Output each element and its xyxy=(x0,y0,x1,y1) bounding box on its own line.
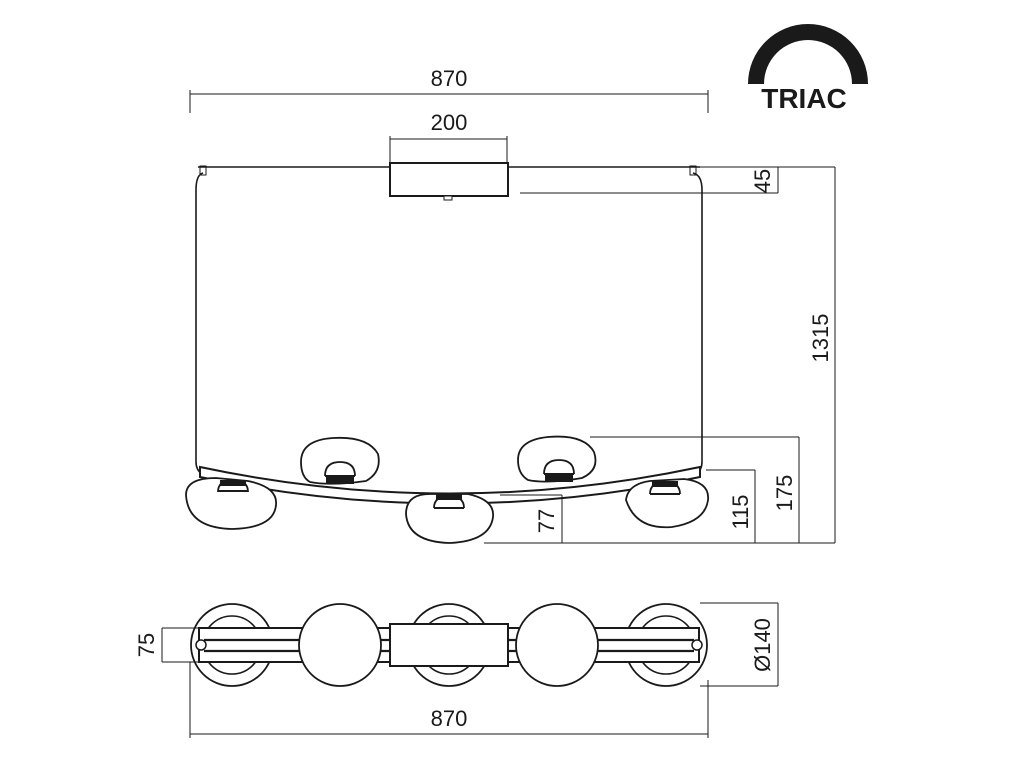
left-end-screw xyxy=(195,639,207,651)
diffuser-5 xyxy=(625,478,709,529)
top-view: 75 Ø140 870 xyxy=(134,602,779,738)
dim-total-height-label: 1315 xyxy=(808,314,833,363)
right-suspension-cable xyxy=(692,172,703,475)
dim-height-77: 77 xyxy=(500,494,563,543)
dim-width-bottom-label: 870 xyxy=(431,706,468,731)
dim-diameter-label: Ø140 xyxy=(750,618,775,672)
right-ceiling-clip xyxy=(689,165,697,176)
diffuser-3 xyxy=(405,493,494,544)
dim-canopy-height: 45 xyxy=(520,166,779,194)
diffuser-1 xyxy=(185,477,277,530)
dim-width-top: 870 xyxy=(189,66,709,113)
dim-depth: 75 xyxy=(134,627,201,663)
canopy xyxy=(389,162,509,197)
diffuser-2 xyxy=(300,436,380,485)
dim-width-top-label: 870 xyxy=(431,66,468,91)
right-end-screw xyxy=(691,639,703,651)
dim-diameter: Ø140 xyxy=(700,602,779,687)
diffuser-4 xyxy=(517,435,597,483)
canopy-connector xyxy=(443,195,453,201)
dim-canopy-height-label: 45 xyxy=(750,169,775,193)
dim-depth-label: 75 xyxy=(134,633,159,657)
dim-height-175: 175 xyxy=(590,436,800,543)
front-view: 870 200 xyxy=(185,66,836,544)
top-diffuser-2 xyxy=(298,603,382,687)
dim-canopy-width: 200 xyxy=(389,110,508,162)
top-diffuser-4 xyxy=(515,603,599,687)
top-canopy xyxy=(389,623,509,667)
dim-width-bottom: 870 xyxy=(189,662,709,738)
triac-badge: TRIAC xyxy=(748,24,868,114)
curved-light-bar xyxy=(199,465,701,505)
dim-canopy-width-label: 200 xyxy=(431,110,468,135)
left-ceiling-clip xyxy=(199,165,207,176)
dim-height-115: 115 xyxy=(706,469,756,543)
dim-height-175-label: 175 xyxy=(772,475,797,512)
dim-total-height: 1315 xyxy=(484,166,836,544)
dim-height-115-label: 115 xyxy=(728,494,753,529)
dim-height-77-label: 77 xyxy=(534,509,559,533)
triac-label: TRIAC xyxy=(761,83,847,114)
triac-arc-icon xyxy=(748,24,868,84)
left-suspension-cable xyxy=(195,172,204,475)
